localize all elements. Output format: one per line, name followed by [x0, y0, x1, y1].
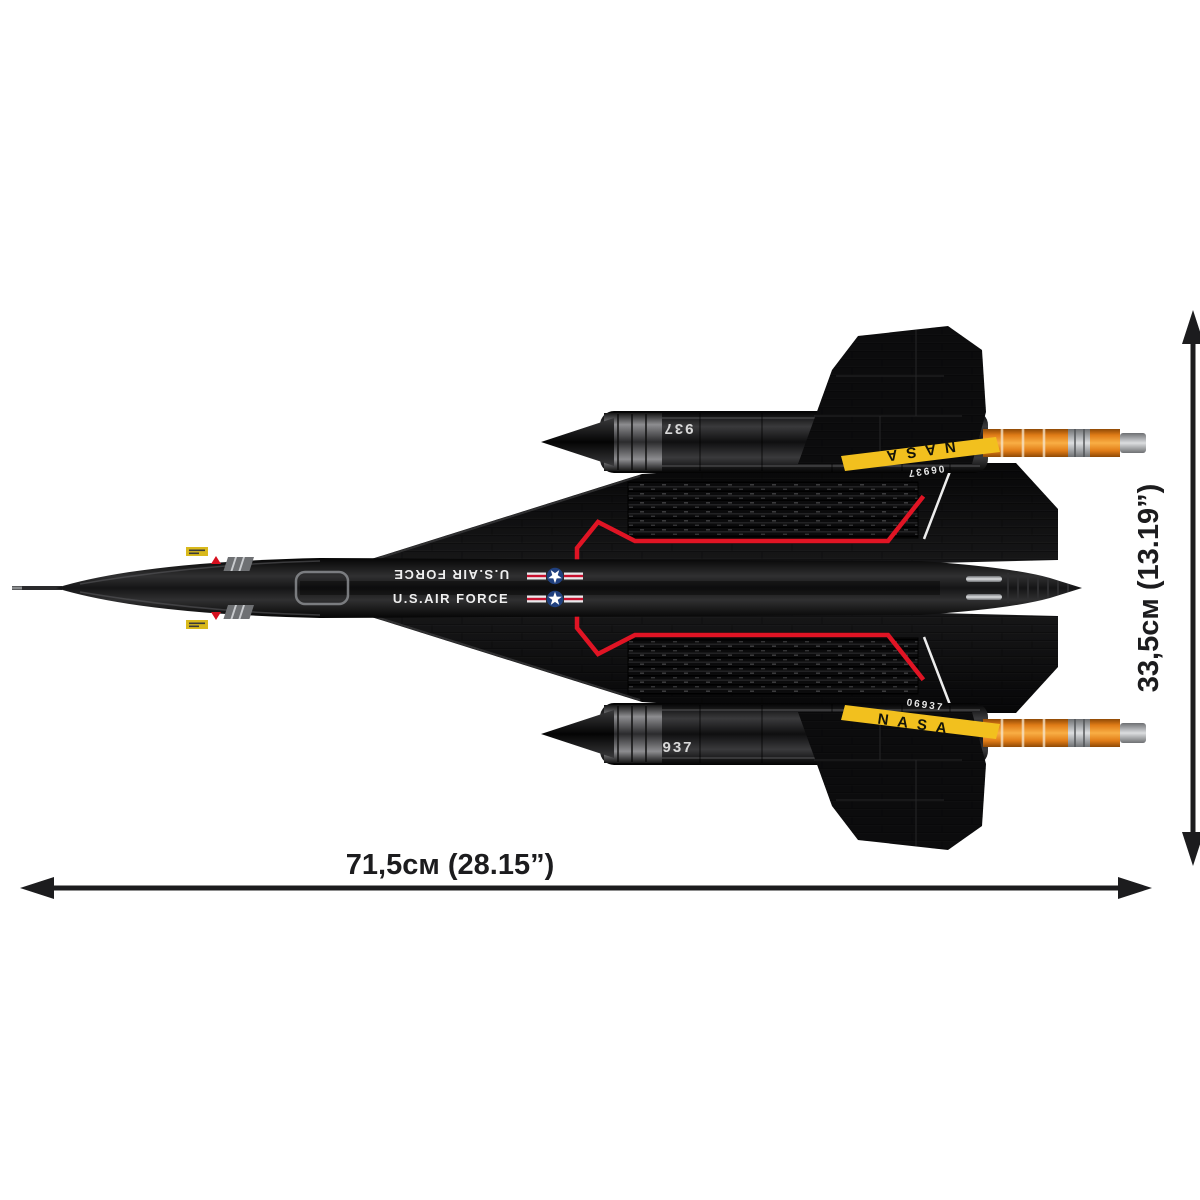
arrow-up-icon: [1182, 310, 1200, 344]
warning-sticker: [186, 547, 208, 556]
arrow-down-icon: [1182, 832, 1200, 866]
dimension-width: 71,5см (28.15”): [20, 849, 1152, 899]
airframe-top-half: [318, 326, 1146, 578]
canopy-window-bottom: [223, 605, 254, 619]
dimension-width-label: 71,5см (28.15”): [346, 849, 554, 881]
arrow-left-icon: [20, 877, 54, 899]
dimension-height: 33,5см (13.19”): [1133, 310, 1200, 866]
cockpit-hatch-frame: [294, 570, 350, 606]
fuselage: [12, 558, 1082, 618]
nacelle-number-top: 937: [662, 420, 693, 437]
canopy-window-top: [223, 557, 254, 571]
nacelle-number-bottom: 937: [662, 739, 693, 756]
warning-sticker: [186, 620, 208, 629]
fin-serial-top: 06937: [906, 462, 945, 478]
airframe-bottom-half: [318, 598, 1146, 850]
cockpit: [186, 547, 350, 629]
dimension-height-label: 33,5см (13.19”): [1133, 484, 1165, 692]
arrow-right-icon: [1118, 877, 1152, 899]
fin-serial-bottom: 06937: [906, 697, 945, 713]
warning-triangle-icon: [211, 556, 221, 564]
usaf-marking-bottom: U.S.AIR FORCE: [393, 591, 509, 606]
tail-cone: [966, 573, 1069, 603]
usaf-marking-top: U.S.AIR FORCE: [393, 567, 509, 582]
nose-pitot: [12, 586, 62, 590]
warning-triangle-icon: [211, 612, 221, 620]
